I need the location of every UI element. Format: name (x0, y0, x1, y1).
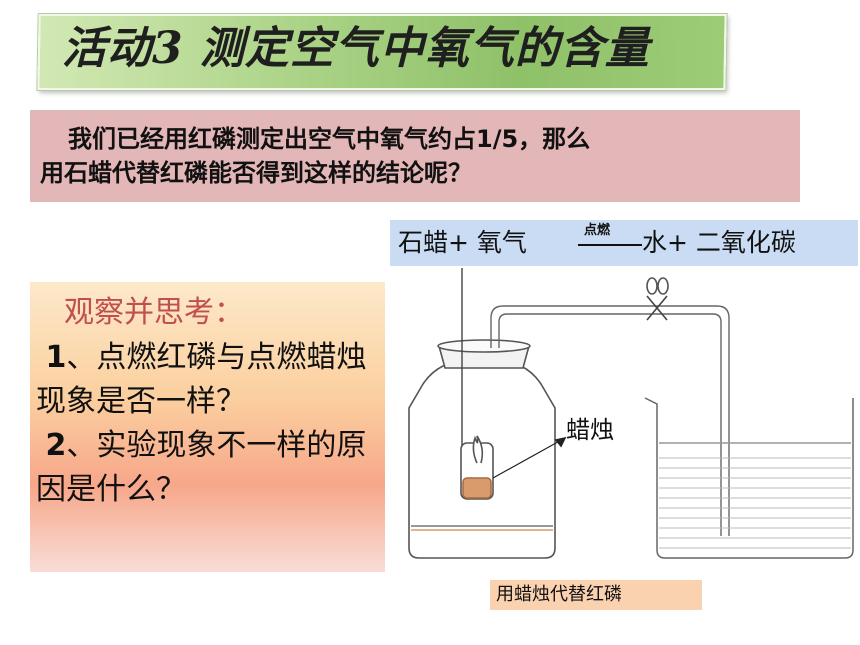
observe-heading: 观察并思考： (64, 295, 244, 330)
apparatus-diagram (408, 268, 854, 559)
question-1-text: 、点燃红磷与点燃蜡烛现象是否一样？ (36, 340, 367, 419)
slide-title: 活动3 测定空气中氧气的含量 (62, 23, 650, 74)
beaker (644, 397, 854, 559)
question-line-2: 用石蜡代替红磷能否得到这样的结论呢？ (40, 159, 472, 187)
equation-reactants: 石蜡+ 氧气 (398, 228, 527, 257)
equation-products: 水+ 二氧化碳 (642, 228, 796, 257)
reaction-equation: 石蜡+ 氧气 点燃 水+ 二氧化碳 (390, 220, 858, 266)
question-box: 我们已经用红磷测定出空气中氧气约占1/5，那么 用石蜡代替红磷能否得到这样的结论… (30, 110, 800, 202)
figure-caption: 用蜡烛代替红磷 (490, 580, 702, 610)
equation-condition: 点燃 (584, 223, 611, 238)
question-2-text: 、实验现象不一样的原因是什么？ (36, 428, 367, 507)
question-line-1: 我们已经用红磷测定出空气中氧气约占1/5，那么 (68, 125, 591, 153)
equation-arrow (578, 244, 642, 246)
connecting-tube (490, 305, 730, 536)
clip (646, 295, 668, 321)
observe-question-2: 2、实验现象不一样的原因是什么？ (36, 424, 379, 512)
question-2-number: 2 (45, 428, 67, 463)
candle-label: 蜡烛 (566, 416, 614, 444)
question-1-number: 1 (45, 340, 67, 375)
observe-question-1: 1、点燃红磷与点燃蜡烛现象是否一样？ (36, 336, 379, 424)
candle-pointer (492, 437, 566, 479)
observe-box: 观察并思考： 1、点燃红磷与点燃蜡烛现象是否一样？ 2、实验现象不一样的原因是什… (30, 282, 385, 572)
gas-jar (408, 365, 556, 559)
